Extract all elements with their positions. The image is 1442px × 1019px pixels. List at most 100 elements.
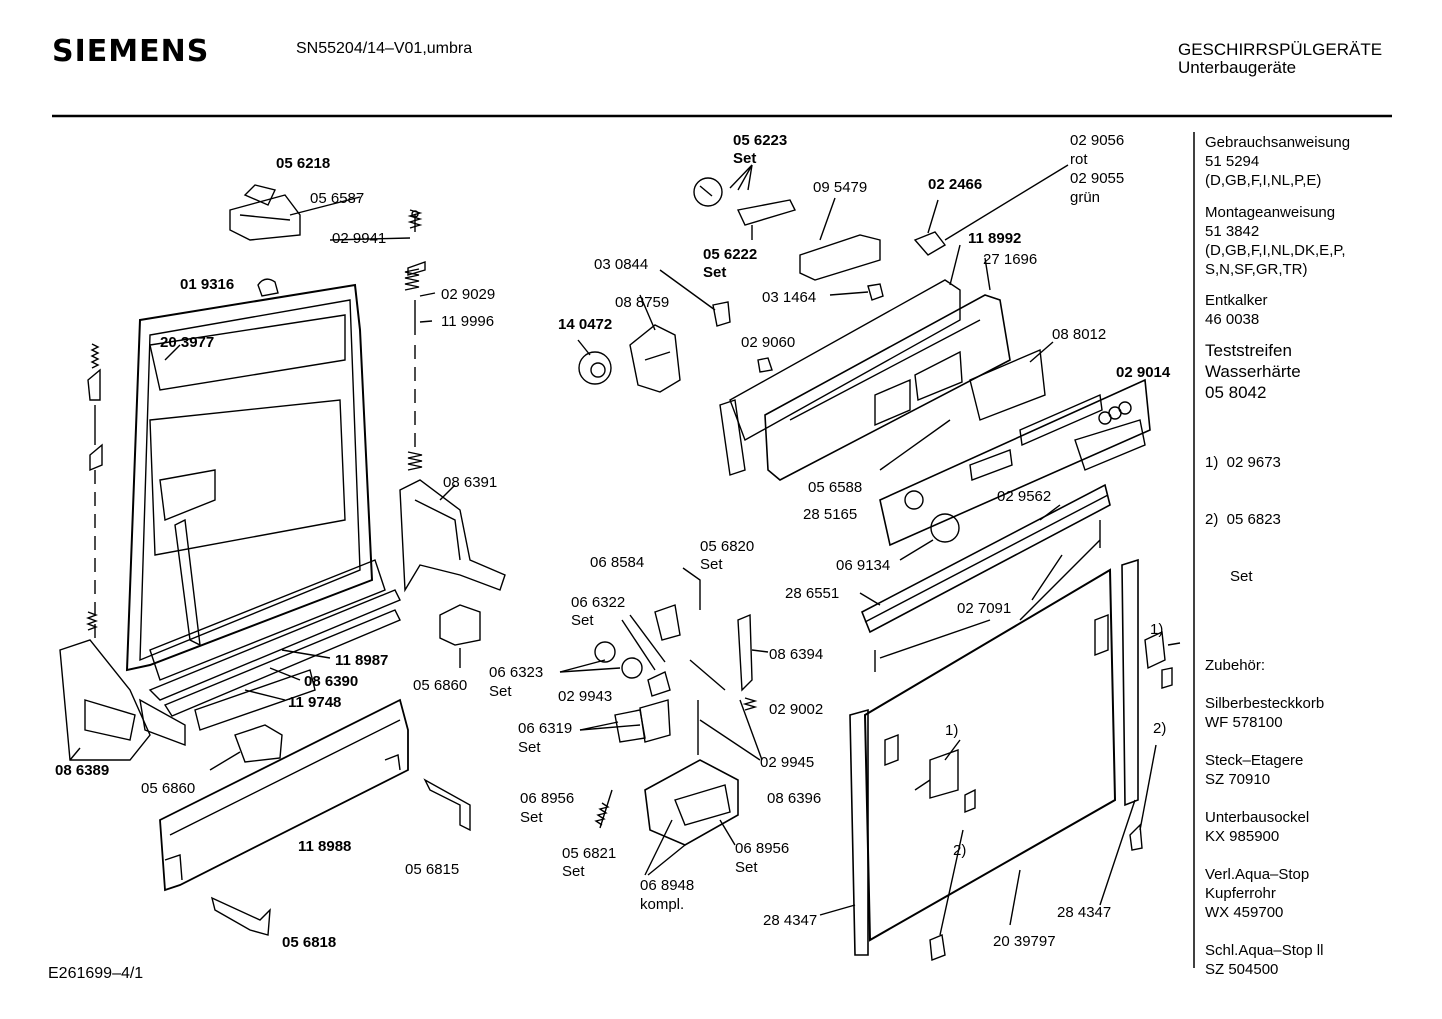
selector-knob bbox=[930, 513, 960, 543]
part-label: 05 6820 bbox=[700, 538, 755, 555]
button-set bbox=[1074, 401, 1146, 471]
part-label: 01 9316 bbox=[180, 276, 235, 293]
part-label: Set bbox=[520, 809, 543, 826]
hinge-right bbox=[399, 479, 506, 593]
part-label: 27 1696 bbox=[983, 251, 1038, 268]
part-label: Set bbox=[700, 556, 723, 573]
plinth-panel bbox=[159, 698, 409, 892]
info-block-descaler: Entkalker 46 0038 bbox=[1205, 292, 1268, 328]
cap-part bbox=[257, 278, 279, 297]
terminal-block bbox=[799, 234, 881, 281]
plug-part-b bbox=[234, 724, 283, 763]
bottom-rails bbox=[148, 589, 401, 731]
part-label: grün bbox=[1070, 189, 1101, 206]
info-block-accessories-heading: Zubehör: bbox=[1205, 657, 1266, 674]
part-label: 06 8584 bbox=[590, 554, 645, 571]
part-label: 06 6323 bbox=[489, 664, 544, 681]
part-label: 02 9943 bbox=[558, 688, 613, 705]
part-label: 05 6818 bbox=[282, 934, 337, 951]
part-label: 11 8987 bbox=[335, 652, 389, 669]
part-label: 02 9060 bbox=[741, 334, 796, 351]
part-label: 02 7091 bbox=[957, 600, 1012, 617]
part-label: 05 6223 bbox=[733, 132, 788, 149]
part-label: rot bbox=[1070, 151, 1088, 168]
plug-part-a bbox=[439, 604, 481, 646]
part-label: 11 9748 bbox=[288, 694, 342, 711]
part-label: Set bbox=[703, 264, 727, 281]
latch-housing bbox=[644, 759, 739, 846]
part-label: Set bbox=[489, 683, 512, 700]
side-strip-right bbox=[1121, 558, 1139, 807]
info-block-test-strips: Teststreifen Wasserhärte 05 8042 bbox=[1205, 341, 1301, 402]
timer-knob bbox=[577, 339, 612, 385]
part-label: 20 39797 bbox=[993, 933, 1056, 950]
part-label: Set bbox=[735, 859, 758, 876]
part-label: kompl. bbox=[640, 896, 685, 913]
part-label: 1) bbox=[945, 722, 959, 739]
faceplate bbox=[879, 378, 1151, 547]
part-label: 2) bbox=[1153, 720, 1167, 737]
part-label: 05 6588 bbox=[808, 479, 863, 496]
side-strip-left bbox=[849, 708, 869, 956]
part-label: Set bbox=[571, 612, 594, 629]
part-label: 06 8956 bbox=[520, 790, 575, 807]
part-label: 05 6821 bbox=[562, 845, 617, 862]
brand-logo: SIEMENS bbox=[52, 34, 210, 69]
part-label: 05 6218 bbox=[276, 155, 331, 172]
part-label: 02 2466 bbox=[928, 176, 983, 193]
part-label: Set bbox=[518, 739, 541, 756]
part-label: Set bbox=[733, 150, 757, 167]
category-title: GESCHIRRSPÜLGERÄTE bbox=[1178, 40, 1383, 59]
part-label: 02 9056 bbox=[1070, 132, 1125, 149]
part-label: 14 0472 bbox=[558, 316, 613, 333]
model-number: SN55204/14–V01,umbra bbox=[296, 40, 473, 57]
part-label: 08 6396 bbox=[767, 790, 822, 807]
part-label: 1) bbox=[1150, 621, 1164, 638]
part-label: 02 9014 bbox=[1116, 364, 1171, 381]
part-label: Set bbox=[562, 863, 585, 880]
door-inner-panel bbox=[125, 283, 386, 681]
part-label: 20 3977 bbox=[160, 334, 215, 351]
part-label: 05 6815 bbox=[405, 861, 460, 878]
part-label: 05 6587 bbox=[310, 190, 365, 207]
part-label: 02 9055 bbox=[1070, 170, 1125, 187]
part-label: 02 9562 bbox=[997, 488, 1052, 505]
part-label: 06 8956 bbox=[735, 840, 790, 857]
info-block-aquastop-ext: Verl.Aqua–Stop Kupferrohr WX 459700 bbox=[1205, 866, 1310, 921]
info-block-installation: Montageanweisung 51 3842 (D,GB,F,I,NL,DK… bbox=[1205, 204, 1346, 278]
part-label: 2) bbox=[953, 842, 967, 859]
drawing-code: E261699–4/1 bbox=[48, 965, 144, 982]
part-label: 11 8992 bbox=[968, 230, 1022, 247]
part-label: 05 6222 bbox=[703, 246, 758, 263]
info-block-etagere: Steck–Etagere SZ 70910 bbox=[1205, 752, 1304, 788]
outer-door-panel bbox=[863, 568, 1117, 942]
part-label: 28 4347 bbox=[763, 912, 818, 929]
part-label: 28 6551 bbox=[785, 585, 840, 602]
part-label: 08 8759 bbox=[615, 294, 670, 311]
bracket-part-a bbox=[423, 778, 471, 832]
part-label: 28 5165 bbox=[803, 506, 858, 523]
part-label: 28 4347 bbox=[1057, 904, 1112, 921]
part-label: 08 6390 bbox=[304, 673, 359, 690]
part-label: 11 9996 bbox=[441, 313, 495, 330]
category-subtitle: Unterbaugeräte bbox=[1178, 58, 1297, 77]
detergent-dispenser-lever bbox=[736, 199, 796, 226]
info-block-manual: Gebrauchsanweisung 51 5294 (D,GB,F,I,NL,… bbox=[1205, 134, 1351, 189]
part-label: 08 8012 bbox=[1052, 326, 1107, 343]
part-label: 05 6860 bbox=[141, 780, 196, 797]
timer-unit bbox=[629, 324, 681, 393]
part-label: 03 1464 bbox=[762, 289, 817, 306]
info-block-aquastop-hose: Schl.Aqua–Stop ll SZ 504500 bbox=[1205, 942, 1324, 978]
info-block-plinth: Unterbausockel KX 985900 bbox=[1205, 809, 1310, 845]
part-label: 06 9134 bbox=[836, 557, 891, 574]
part-label: 02 9002 bbox=[769, 701, 824, 718]
info-sidebar: Gebrauchsanweisung 51 5294 (D,GB,F,I,NL,… bbox=[1205, 133, 1350, 979]
handle-bar bbox=[860, 483, 1111, 634]
sensor-part bbox=[913, 231, 947, 256]
part-label: 11 8988 bbox=[298, 838, 352, 855]
part-label: 08 6391 bbox=[443, 474, 498, 491]
part-label: 02 9941 bbox=[332, 230, 387, 247]
info-block-cutlery-basket: Silberbesteckkorb WF 578100 bbox=[1205, 695, 1325, 731]
switch-module bbox=[969, 348, 1046, 421]
control-panel-frame bbox=[719, 279, 1011, 481]
